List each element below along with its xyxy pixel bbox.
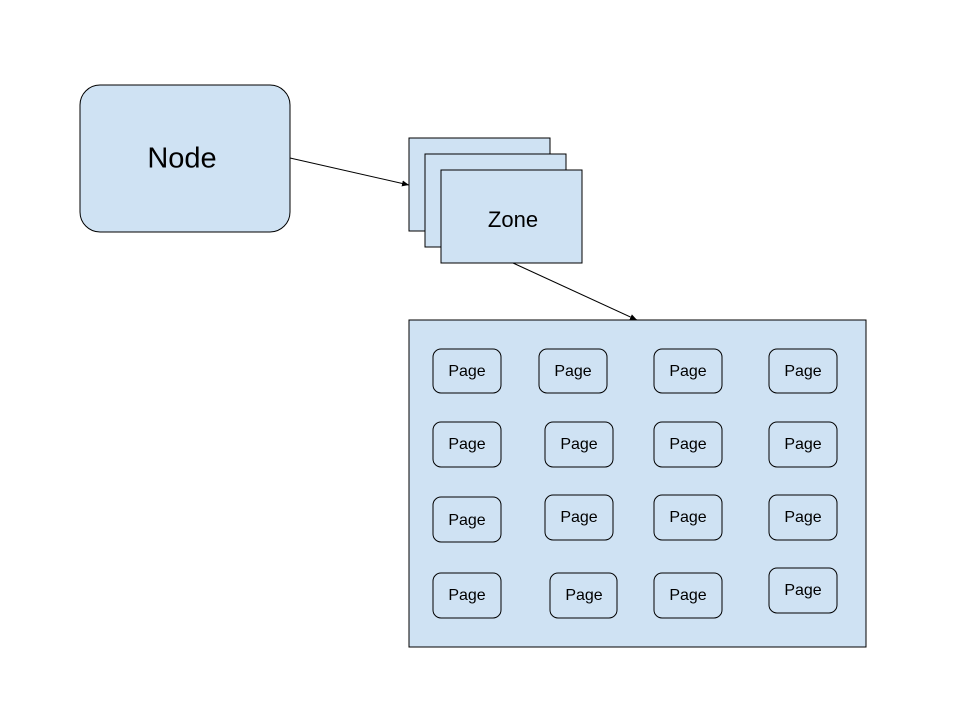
page-label: Page <box>784 363 821 380</box>
page-box: Page <box>544 494 614 541</box>
page-grid: Page Page Page Page Page Page Page <box>432 348 838 619</box>
page-box: Page <box>432 348 502 394</box>
page-box: Page <box>432 572 502 619</box>
page-box: Page <box>653 421 723 468</box>
page-label: Page <box>784 509 821 526</box>
page-box: Page <box>768 494 838 541</box>
page-label: Page <box>669 363 706 380</box>
page-label: Page <box>448 436 485 453</box>
zone-stack: Zone <box>408 137 583 264</box>
page-label: Page <box>669 587 706 604</box>
node-label: Node <box>147 143 216 175</box>
page-label: Page <box>448 587 485 604</box>
page-box: Page <box>653 572 723 619</box>
page-box: Page <box>549 572 618 619</box>
page-box: Page <box>768 348 838 394</box>
page-box: Page <box>768 567 838 614</box>
page-label: Page <box>554 363 591 380</box>
page-box: Page <box>432 496 502 543</box>
zone-to-pages-arrow <box>512 262 638 321</box>
page-label: Page <box>565 587 602 604</box>
page-label: Page <box>560 436 597 453</box>
page-box: Page <box>544 421 614 468</box>
page-label: Page <box>669 509 706 526</box>
page-label: Page <box>784 436 821 453</box>
zone-card-front <box>440 169 583 264</box>
page-label: Page <box>448 512 485 529</box>
page-box: Page <box>653 348 723 394</box>
page-box: Page <box>768 421 838 468</box>
page-box: Page <box>538 348 608 394</box>
page-label: Page <box>560 509 597 526</box>
page-label: Page <box>669 436 706 453</box>
node-box: Node <box>79 84 291 233</box>
page-box: Page <box>432 421 502 468</box>
page-label: Page <box>448 363 485 380</box>
zone-label: Zone <box>488 207 538 232</box>
page-box: Page <box>653 494 723 541</box>
page-label: Page <box>784 582 821 599</box>
node-to-zone-arrow <box>289 157 410 187</box>
